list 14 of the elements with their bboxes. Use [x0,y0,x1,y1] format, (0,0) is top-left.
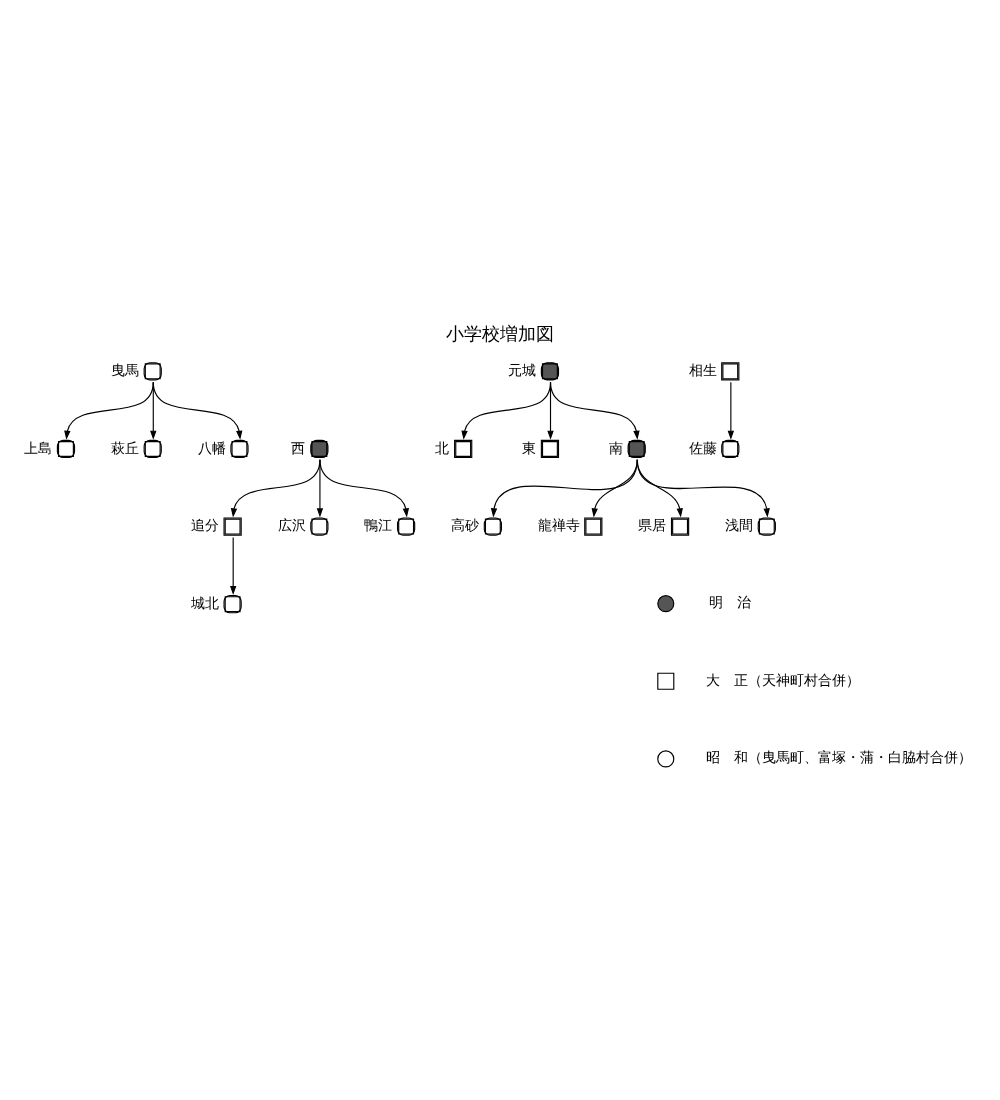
arrow [64,381,154,440]
arrow [461,381,552,440]
arrow [230,459,321,518]
arrow [636,459,683,518]
arrow [591,459,638,518]
arrow [727,381,735,440]
arrow [490,459,638,518]
arrow [549,381,640,440]
arrow [319,459,410,518]
arrow [316,459,324,518]
arrow [230,536,237,596]
arrow [152,381,243,440]
diagram-title: 小学校増加図 [446,325,554,346]
arrow [636,459,770,518]
